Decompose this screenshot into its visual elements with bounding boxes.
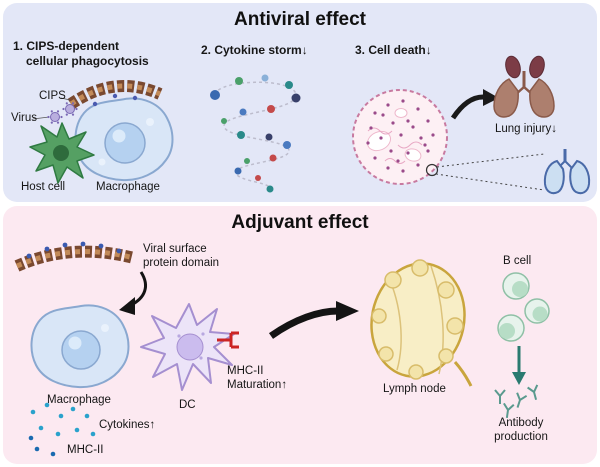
- mhc2-receptor-icon: [217, 331, 239, 349]
- adjuvant-title: Adjuvant effect: [231, 212, 369, 233]
- cytokines-label: Cytokines↑: [99, 419, 156, 431]
- antiviral-title: Antiviral effect: [234, 9, 366, 30]
- cytokine-storm-spiral: [210, 74, 301, 193]
- host-cell-illustration: [29, 122, 95, 184]
- mhc2-label: MHC-II: [67, 444, 104, 456]
- step1-label: 1. CIPS-dependent cellular phagocytosis: [13, 39, 149, 68]
- step2-label: 2. Cytokine storm↓: [201, 43, 308, 57]
- arrow-to-lymph-node: [268, 301, 359, 339]
- lung-injury-label: Lung injury↓: [495, 123, 558, 135]
- host-cell-label: Host cell: [21, 181, 66, 193]
- arrow-to-organs-icon: [450, 89, 499, 120]
- adjuvant-panel: Adjuvant effect: [3, 206, 597, 464]
- viral-surface-label: Viral surface protein domain: [143, 243, 220, 270]
- arrow-to-antibodies: [512, 346, 526, 385]
- injured-organs-icon: [493, 55, 555, 118]
- dendritic-cell-illustration: [140, 303, 235, 391]
- antiviral-graphics: [29, 55, 591, 195]
- lymph-node-illustration: [370, 259, 473, 387]
- cips-particle-icon: [60, 80, 163, 110]
- healthy-lungs-icon: [543, 149, 591, 195]
- tissue-histology-circle: [352, 89, 448, 185]
- virus-label: Virus: [11, 112, 37, 124]
- b-cells-illustration: [497, 272, 550, 342]
- macrophage-cell-illustration: [30, 304, 130, 389]
- cytokine-dots: [28, 402, 96, 457]
- b-cell-label: B cell: [503, 255, 532, 267]
- adjuvant-graphics: [14, 241, 550, 457]
- step3-label: 3. Cell death↓: [355, 43, 432, 57]
- lymph-node-label: Lymph node: [383, 383, 446, 395]
- macrophage-label: Macrophage: [47, 394, 111, 406]
- zoom-callout-lines: [425, 153, 545, 191]
- dc-label: DC: [179, 399, 196, 411]
- macrophage-cell-illustration: [74, 97, 174, 182]
- antibody-icons: [494, 384, 539, 419]
- antibody-production-label: Antibody production: [494, 417, 548, 444]
- viral-protein-band-icon: [14, 241, 136, 272]
- arrow-band-to-macrophage: [119, 271, 147, 315]
- virus-particles-icon: [32, 102, 78, 124]
- macrophage-label: Macrophage: [96, 181, 160, 193]
- cips-label: CIPS: [39, 90, 66, 102]
- antiviral-panel: Antiviral effect: [3, 3, 597, 202]
- mhc2-maturation-label: MHC-II Maturation↑: [227, 365, 288, 392]
